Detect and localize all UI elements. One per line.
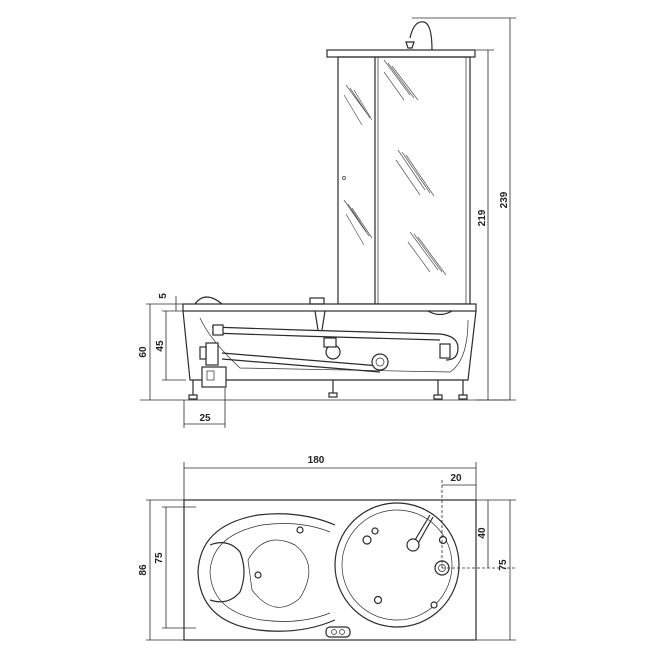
round-tray xyxy=(334,502,460,628)
bath-basin xyxy=(197,513,336,632)
control-panel xyxy=(325,626,351,638)
shower-screen-frame xyxy=(337,56,471,305)
dim-60: 60 xyxy=(138,346,149,358)
dim-25: 25 xyxy=(199,413,211,424)
bath-legs xyxy=(188,380,468,400)
shower-pipe xyxy=(409,21,433,51)
dim-75-right: 75 xyxy=(498,559,509,571)
top-view xyxy=(146,462,516,641)
side-view xyxy=(140,17,516,428)
glass-reflections xyxy=(343,59,447,276)
dim-86: 86 xyxy=(138,564,149,576)
dim-219: 219 xyxy=(477,209,488,226)
dim-5: 5 xyxy=(158,293,169,299)
pipework xyxy=(199,310,459,373)
dim-239: 239 xyxy=(499,191,510,208)
dim-20: 20 xyxy=(450,473,462,484)
dim-75-left: 75 xyxy=(154,552,165,564)
bath-outline xyxy=(183,499,477,641)
bath-body xyxy=(182,310,477,381)
faucet xyxy=(406,538,420,552)
dim-40: 40 xyxy=(477,527,488,539)
dim-180: 180 xyxy=(308,455,325,466)
dim-45: 45 xyxy=(155,340,166,352)
bath-rim xyxy=(182,303,477,312)
screen-canopy xyxy=(326,49,476,58)
